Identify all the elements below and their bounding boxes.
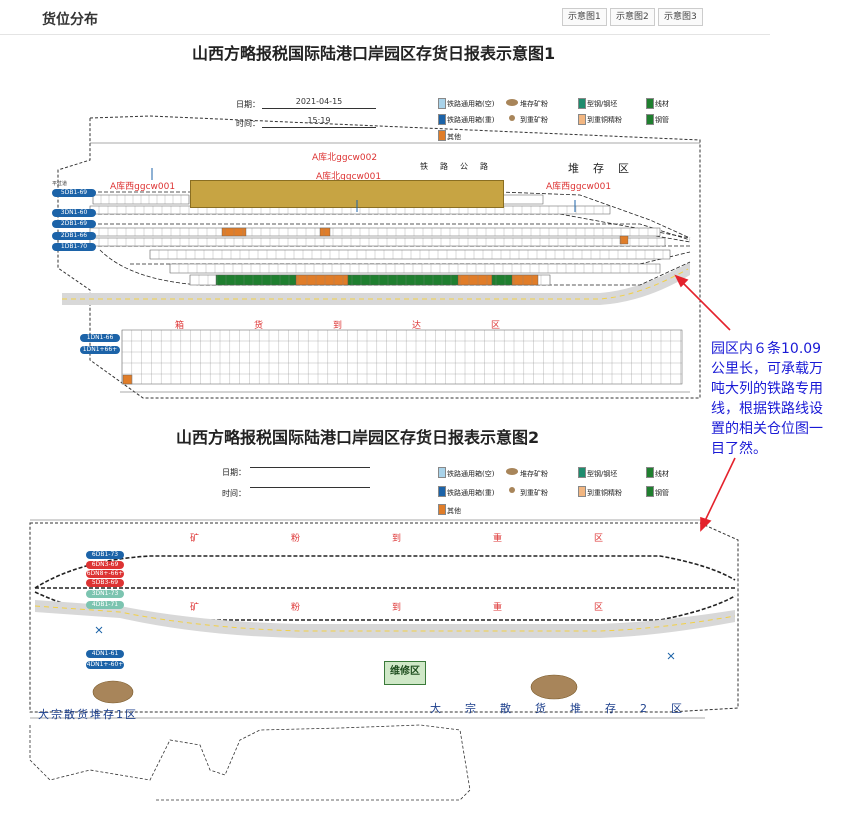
legend-swatch-wire	[646, 467, 654, 478]
time-label-2: 时间：	[222, 489, 246, 498]
annotation-line: 吨大列的铁路专用	[711, 381, 823, 397]
legend-swatch-full-container	[438, 114, 446, 125]
tab-diagram-3[interactable]: 示意图3	[658, 8, 703, 26]
date-label-1: 日期：	[236, 100, 260, 109]
annotation-line: 置的相关仓位图一	[711, 421, 823, 437]
warehouse-label: A库北ggcw002	[312, 153, 378, 163]
legend-swatch-steel	[578, 98, 586, 109]
warehouse-label: A库西ggcw001	[110, 182, 176, 192]
ore-arrival-zone-mid: 矿粉到重区	[190, 603, 696, 613]
track-pill[interactable]: 2DB1-69	[52, 220, 96, 228]
arrival-zone-label: 箱货到达区	[175, 318, 595, 331]
tab-diagram-1[interactable]: 示意图1	[562, 8, 607, 26]
legend-label: 到重铜精粉	[587, 116, 622, 124]
legend-swatch-copper	[578, 486, 586, 497]
legend-swatch-other	[438, 130, 446, 141]
date-value-1: 2021-04-15	[262, 97, 376, 109]
track-pill[interactable]: 1DB1-70	[52, 243, 96, 251]
bulk-storage-zone-2: 大宗散货堆存2区	[430, 702, 706, 715]
legend-label: 型钢/钢坯	[587, 470, 618, 478]
legend-swatch-steel	[578, 467, 586, 478]
legend-swatch-empty-container	[438, 467, 446, 478]
legend-ore-arrival-icon	[509, 115, 515, 121]
legend-label: 其他	[447, 133, 461, 141]
warehouse-label: A库西ggcw001	[546, 182, 612, 192]
road-label: 铁路公路	[420, 162, 500, 171]
track-pill[interactable]: 5DB1-69	[52, 189, 96, 197]
track-pill[interactable]: 2DB1-66	[52, 232, 96, 240]
annotation-line: 园区内６条10.09	[711, 341, 822, 357]
diagram2-title: 山西方略报税国际陆港口岸园区存货日报表示意图2	[176, 428, 540, 447]
legend-label: 堆存矿粉	[520, 100, 548, 108]
legend-label: 其他	[447, 507, 461, 515]
repair-zone[interactable]: 维修区	[384, 661, 426, 685]
legend-label: 到重矿粉	[520, 489, 548, 497]
legend-label: 铁路通用箱(重)	[447, 116, 495, 124]
time-field-2	[250, 475, 370, 488]
legend-label: 到重铜精粉	[587, 489, 622, 497]
time-value-1: 15:19	[262, 116, 376, 128]
legend-label: 铁路通用箱(空)	[447, 470, 495, 478]
legend-label: 铁路通用箱(重)	[447, 489, 495, 497]
tab-diagram-2[interactable]: 示意图2	[610, 8, 655, 26]
legend-swatch-other	[438, 504, 446, 515]
track-pill[interactable]: 4DN1+-60+	[86, 661, 124, 669]
warehouse-label: A库北ggcw001	[316, 172, 382, 182]
legend-swatch-copper	[578, 114, 586, 125]
track-pill[interactable]: 6DN3-69	[86, 561, 124, 569]
top-bar	[0, 0, 770, 35]
track-pill[interactable]: 4DB1-71	[86, 601, 124, 609]
track-pill[interactable]: 1DN1-66	[80, 334, 120, 342]
legend-label: 型钢/钢坯	[587, 100, 618, 108]
arrival-zone-text: 箱货到达区	[175, 321, 571, 331]
warehouse-a-yard[interactable]	[190, 180, 504, 208]
annotation-line: 公里长，可承载万	[711, 361, 823, 377]
legend-label: 钢管	[655, 116, 669, 124]
legend-label: 到重矿粉	[520, 116, 548, 124]
ore-arrival-zone-top: 矿粉到重区	[190, 534, 696, 544]
crossing-label: 平过道	[52, 181, 68, 187]
diagram1-title: 山西方略报税国际陆港口岸园区存货日报表示意图1	[192, 44, 556, 63]
legend-label: 线材	[655, 470, 669, 478]
legend-ore-arrival-icon	[509, 487, 515, 493]
track-pill[interactable]: 6DN8+-66+	[86, 570, 124, 578]
legend-label: 铁路通用箱(空)	[447, 100, 495, 108]
track-pill[interactable]: 6DB1-73	[86, 551, 124, 559]
date-label-2: 日期：	[222, 468, 246, 477]
legend-swatch-wire	[646, 98, 654, 109]
legend-swatch-full-container	[438, 486, 446, 497]
track-pill[interactable]: 5DB3-69	[86, 579, 124, 587]
track-pill[interactable]: 3DN1-73	[86, 590, 124, 598]
legend-label: 线材	[655, 100, 669, 108]
track-pill[interactable]: 4DN1-61	[86, 650, 124, 658]
legend-swatch-pipe	[646, 114, 654, 125]
legend-ore-pile-icon	[506, 99, 518, 106]
date-field-2	[250, 455, 370, 468]
time-label-1: 时间：	[236, 119, 260, 128]
legend-swatch-empty-container	[438, 98, 446, 109]
legend-label: 钢管	[655, 489, 669, 497]
legend-label: 堆存矿粉	[520, 470, 548, 478]
track-pill[interactable]: 1DN1+66+	[80, 346, 120, 354]
legend-ore-pile-icon	[506, 468, 518, 475]
track-pill[interactable]: 3DN1-60	[52, 209, 96, 217]
page-title: 货位分布	[42, 12, 98, 28]
annotation-line: 目了然。	[711, 441, 767, 457]
bulk-storage-zone-1: 大宗散货堆存1区	[38, 708, 138, 721]
storage-zone-label: 堆存区	[568, 162, 643, 175]
annotation-text: 园区内６条10.09 公里长，可承载万 吨大列的铁路专用 线，根据铁路线设 置的…	[711, 339, 823, 459]
legend-swatch-pipe	[646, 486, 654, 497]
annotation-line: 线，根据铁路线设	[711, 401, 823, 417]
